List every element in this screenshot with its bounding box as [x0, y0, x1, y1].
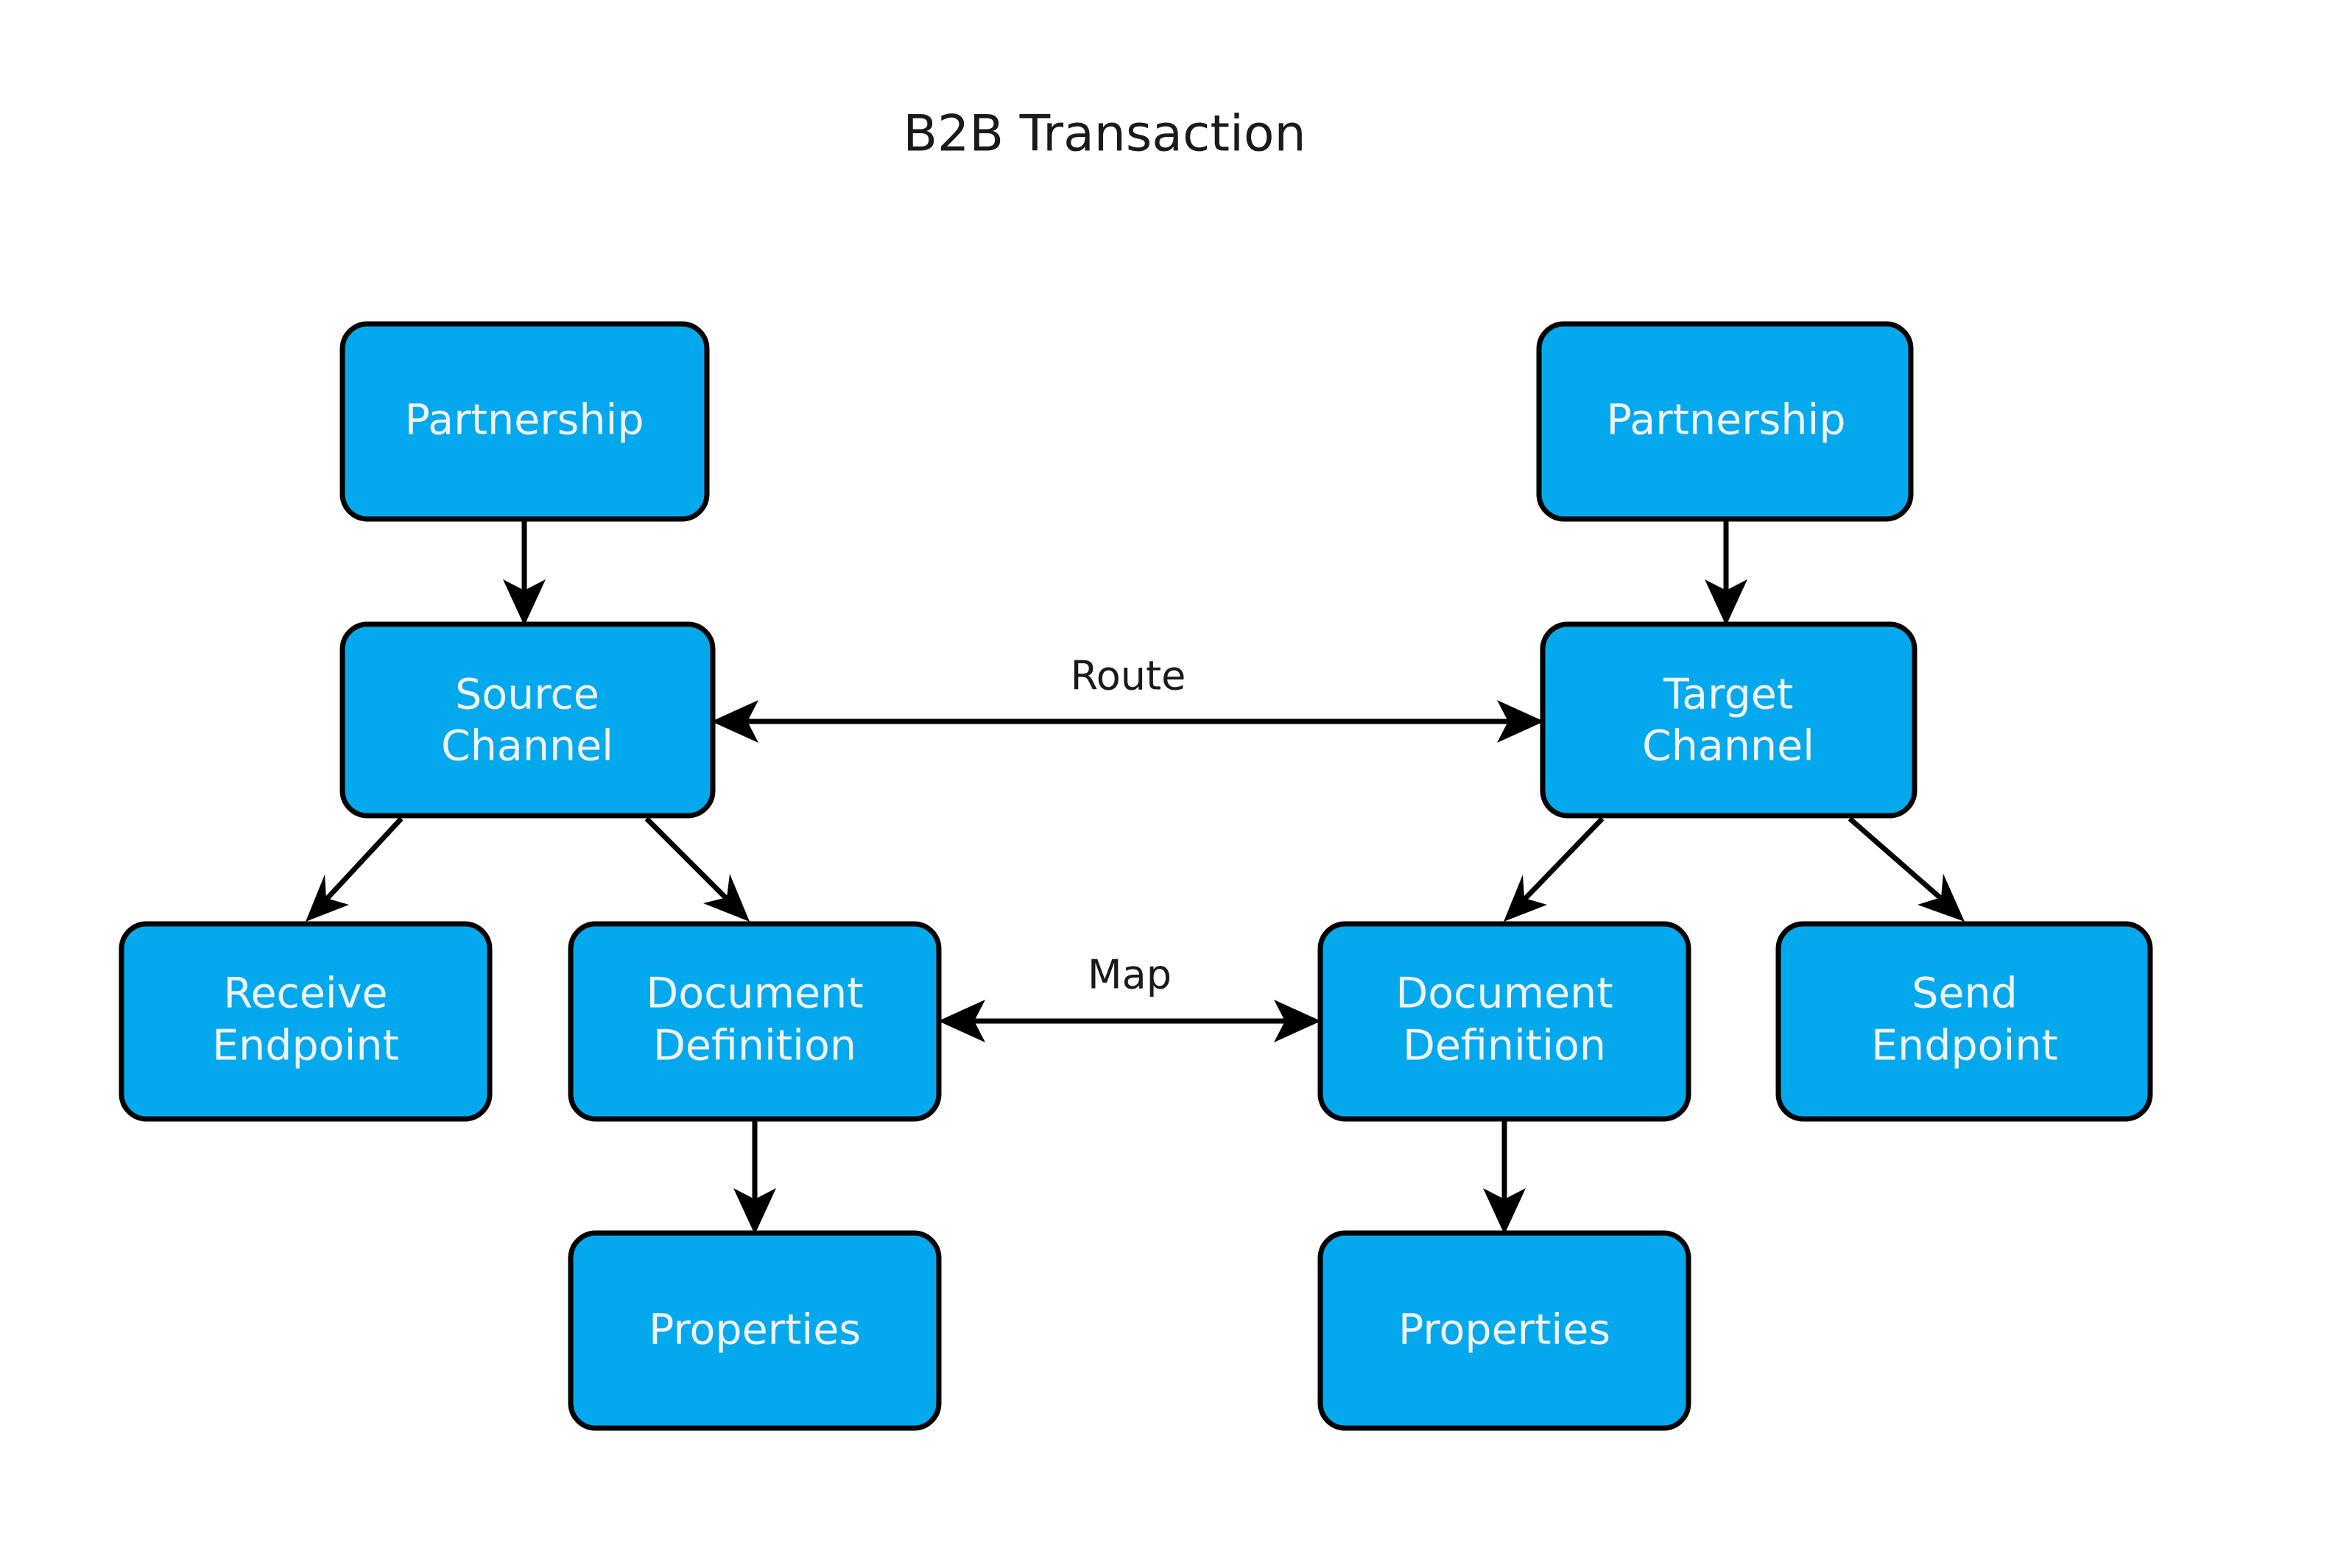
edge-target-channel-to-document-definition: [1504, 816, 1605, 922]
node-source-properties-shape[interactable]: [568, 1230, 942, 1431]
node-source-channel-label-line1: Source: [455, 671, 599, 719]
node-source-channel-shape[interactable]: [339, 621, 716, 819]
node-receive-endpoint-label-line1: Receive: [223, 970, 387, 1018]
edge-source-doc-to-properties: [733, 1120, 776, 1235]
edge-target-partnership-to-target-channel: [1705, 520, 1747, 626]
node-source-properties-label: Properties: [649, 1306, 861, 1355]
edge-target-doc-to-properties: [1483, 1120, 1526, 1235]
node-target-partnership-shape[interactable]: [1536, 321, 1914, 522]
page-title: B2B Transaction: [903, 105, 1306, 163]
node-send-endpoint-shape[interactable]: [1775, 921, 2153, 1122]
node-receive-endpoint[interactable]: Receive Endpoint: [119, 921, 493, 1122]
edge-source-partnership-to-source-channel: [503, 520, 546, 626]
node-source-document-definition-label-line2: Definition: [653, 1022, 856, 1070]
node-target-properties-label: Properties: [1398, 1306, 1610, 1355]
node-source-channel[interactable]: Source Channel: [339, 621, 716, 819]
node-send-endpoint-label-line2: Endpoint: [1871, 1022, 2058, 1070]
node-target-document-definition[interactable]: Document Definition: [1317, 921, 1691, 1122]
edges-layer: Route: [306, 520, 1965, 1235]
edge-label-route: Route: [1071, 653, 1186, 699]
node-target-document-definition-label-line2: Definition: [1403, 1022, 1606, 1070]
edge-target-channel-to-send-endpoint: [1848, 816, 1965, 922]
edge-map: Map: [938, 952, 1321, 1042]
nodes-layer: Partnership Partnership Source Channel T…: [119, 321, 2153, 1431]
node-send-endpoint-label-line1: Send: [1912, 970, 2018, 1018]
node-target-channel[interactable]: Target Channel: [1540, 621, 1917, 819]
edge-source-channel-to-receive-endpoint: [306, 816, 404, 922]
node-target-properties-shape[interactable]: [1317, 1230, 1691, 1431]
node-source-document-definition[interactable]: Document Definition: [568, 921, 942, 1122]
node-source-partnership[interactable]: Partnership: [339, 321, 710, 522]
node-target-channel-label-line1: Target: [1663, 671, 1793, 719]
node-target-partnership-label: Partnership: [1607, 396, 1846, 445]
node-target-properties[interactable]: Properties: [1317, 1230, 1691, 1431]
node-target-partnership[interactable]: Partnership: [1536, 321, 1914, 522]
node-target-channel-label-line2: Channel: [1642, 722, 1814, 771]
node-target-channel-shape[interactable]: [1540, 621, 1917, 819]
node-source-properties[interactable]: Properties: [568, 1230, 942, 1431]
node-send-endpoint[interactable]: Send Endpoint: [1775, 921, 2153, 1122]
node-source-document-definition-label-line1: Document: [646, 970, 863, 1018]
edge-source-channel-to-document-definition: [644, 816, 750, 922]
node-source-partnership-label: Partnership: [405, 396, 644, 445]
edge-route: Route: [711, 653, 1544, 743]
node-receive-endpoint-label-line2: Endpoint: [212, 1022, 399, 1070]
node-target-document-definition-label-line1: Document: [1395, 970, 1613, 1018]
node-source-partnership-shape[interactable]: [339, 321, 710, 522]
node-source-channel-label-line2: Channel: [441, 722, 613, 771]
node-receive-endpoint-shape[interactable]: [119, 921, 493, 1122]
node-target-document-definition-shape[interactable]: [1317, 921, 1691, 1122]
edge-label-map: Map: [1088, 952, 1172, 998]
node-source-document-definition-shape[interactable]: [568, 921, 942, 1122]
